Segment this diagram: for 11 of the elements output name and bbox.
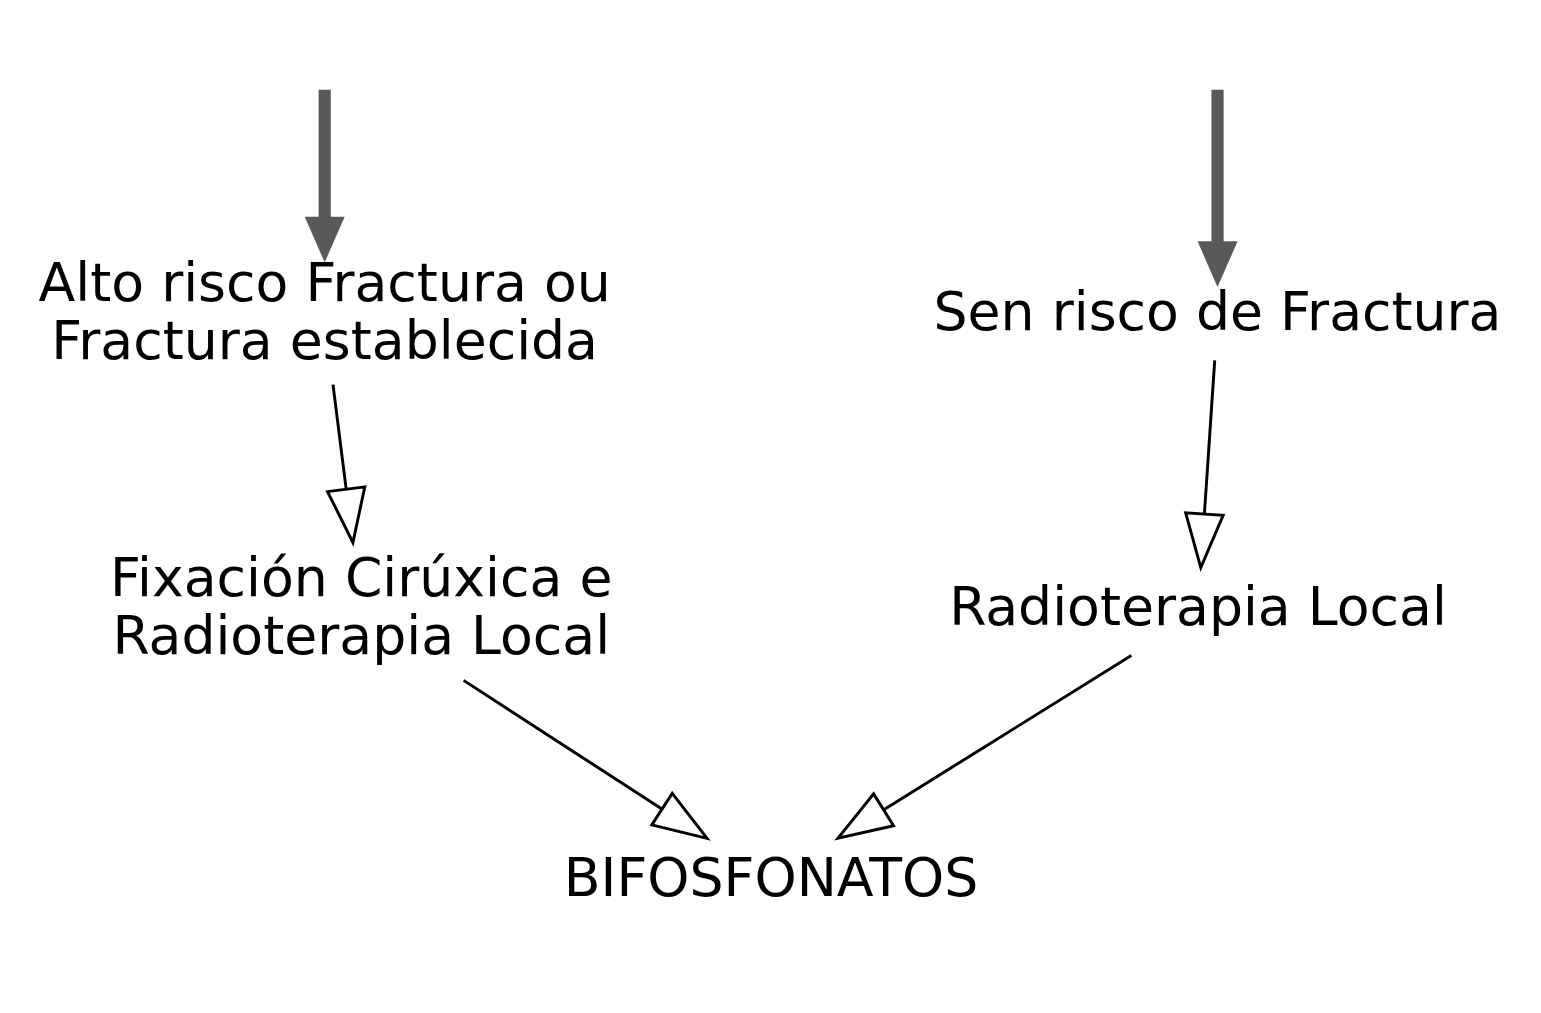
arrow [325,384,367,547]
arrow [834,653,1133,841]
node-text: Alto risco Fractura ou Fractura establecida [38,250,611,372]
node-text: Sen risco de Fractura [933,279,1502,343]
node-text: BIFOSFONATOS [563,845,979,909]
arrow [304,89,345,262]
node-text: Radioterapia Local [949,574,1447,638]
arrow [462,678,711,841]
node-text: Fixación Cirúxica e Radioterapia Local [110,545,613,667]
arrow [1197,89,1238,287]
arrow [1183,359,1226,572]
